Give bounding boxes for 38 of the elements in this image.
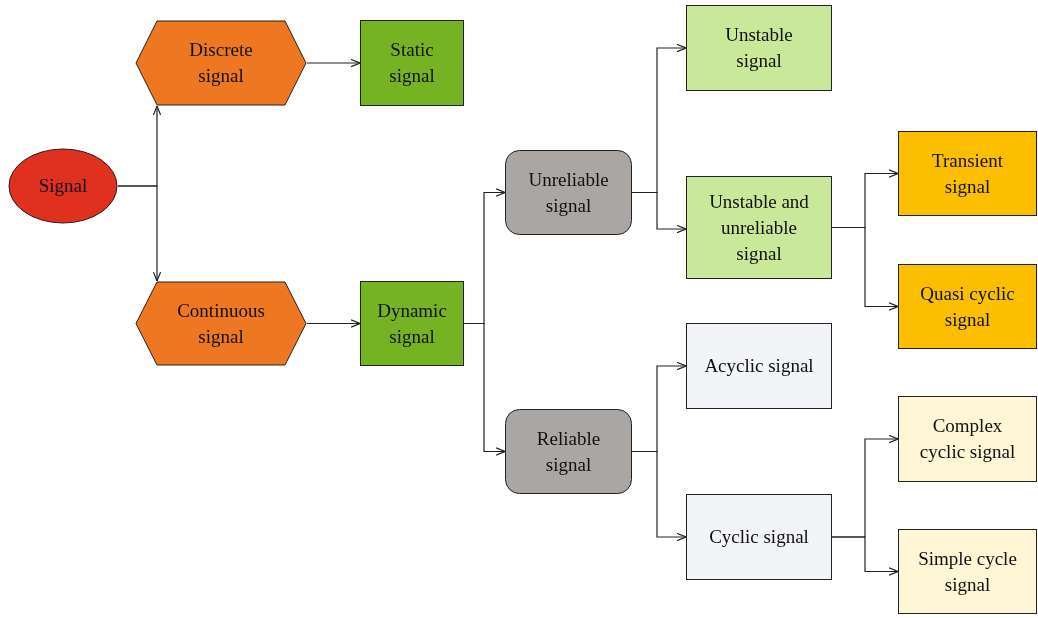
node-label: Cyclic signal [709, 525, 809, 549]
arrow [631, 450, 687, 542]
arrow [306, 319, 361, 328]
node-label: Unstable and unreliable signal [708, 189, 810, 266]
process-box [360, 20, 464, 106]
rounded-box [505, 150, 632, 235]
node-label: Discrete signal [188, 38, 254, 88]
arrow [831, 226, 899, 311]
node-label: Unreliable signal [527, 167, 610, 218]
node-label: Reliable signal [535, 426, 602, 477]
rounded-box [505, 409, 632, 494]
process-box [686, 5, 832, 91]
arrow [831, 536, 899, 576]
arrow [306, 58, 361, 68]
ellipse-node [8, 148, 118, 224]
arrow [631, 191, 687, 234]
node-label: Complex cyclic signal [918, 414, 1017, 464]
node-label: Static signal [388, 38, 436, 88]
process-box [898, 264, 1037, 349]
arrow [463, 322, 506, 456]
node-label: Transient signal [930, 148, 1005, 199]
process-box [898, 529, 1037, 614]
node-label: Dynamic signal [376, 298, 448, 349]
node-label: Continuous signal [176, 298, 266, 349]
process-box [898, 396, 1037, 482]
process-box [898, 131, 1037, 216]
process-box [686, 494, 832, 580]
node-label: Quasi cyclic signal [919, 281, 1016, 332]
process-box [686, 323, 832, 409]
hexagon-node [135, 20, 307, 106]
node-label: Unstable signal [724, 23, 794, 73]
node-label: Simple cycle signal [917, 546, 1018, 597]
node-label: Signal [38, 174, 88, 198]
hexagon-node [135, 281, 307, 366]
node-label: Acyclic signal [704, 354, 814, 378]
process-box [360, 281, 464, 366]
process-box [686, 176, 832, 279]
arrow [117, 185, 162, 282]
